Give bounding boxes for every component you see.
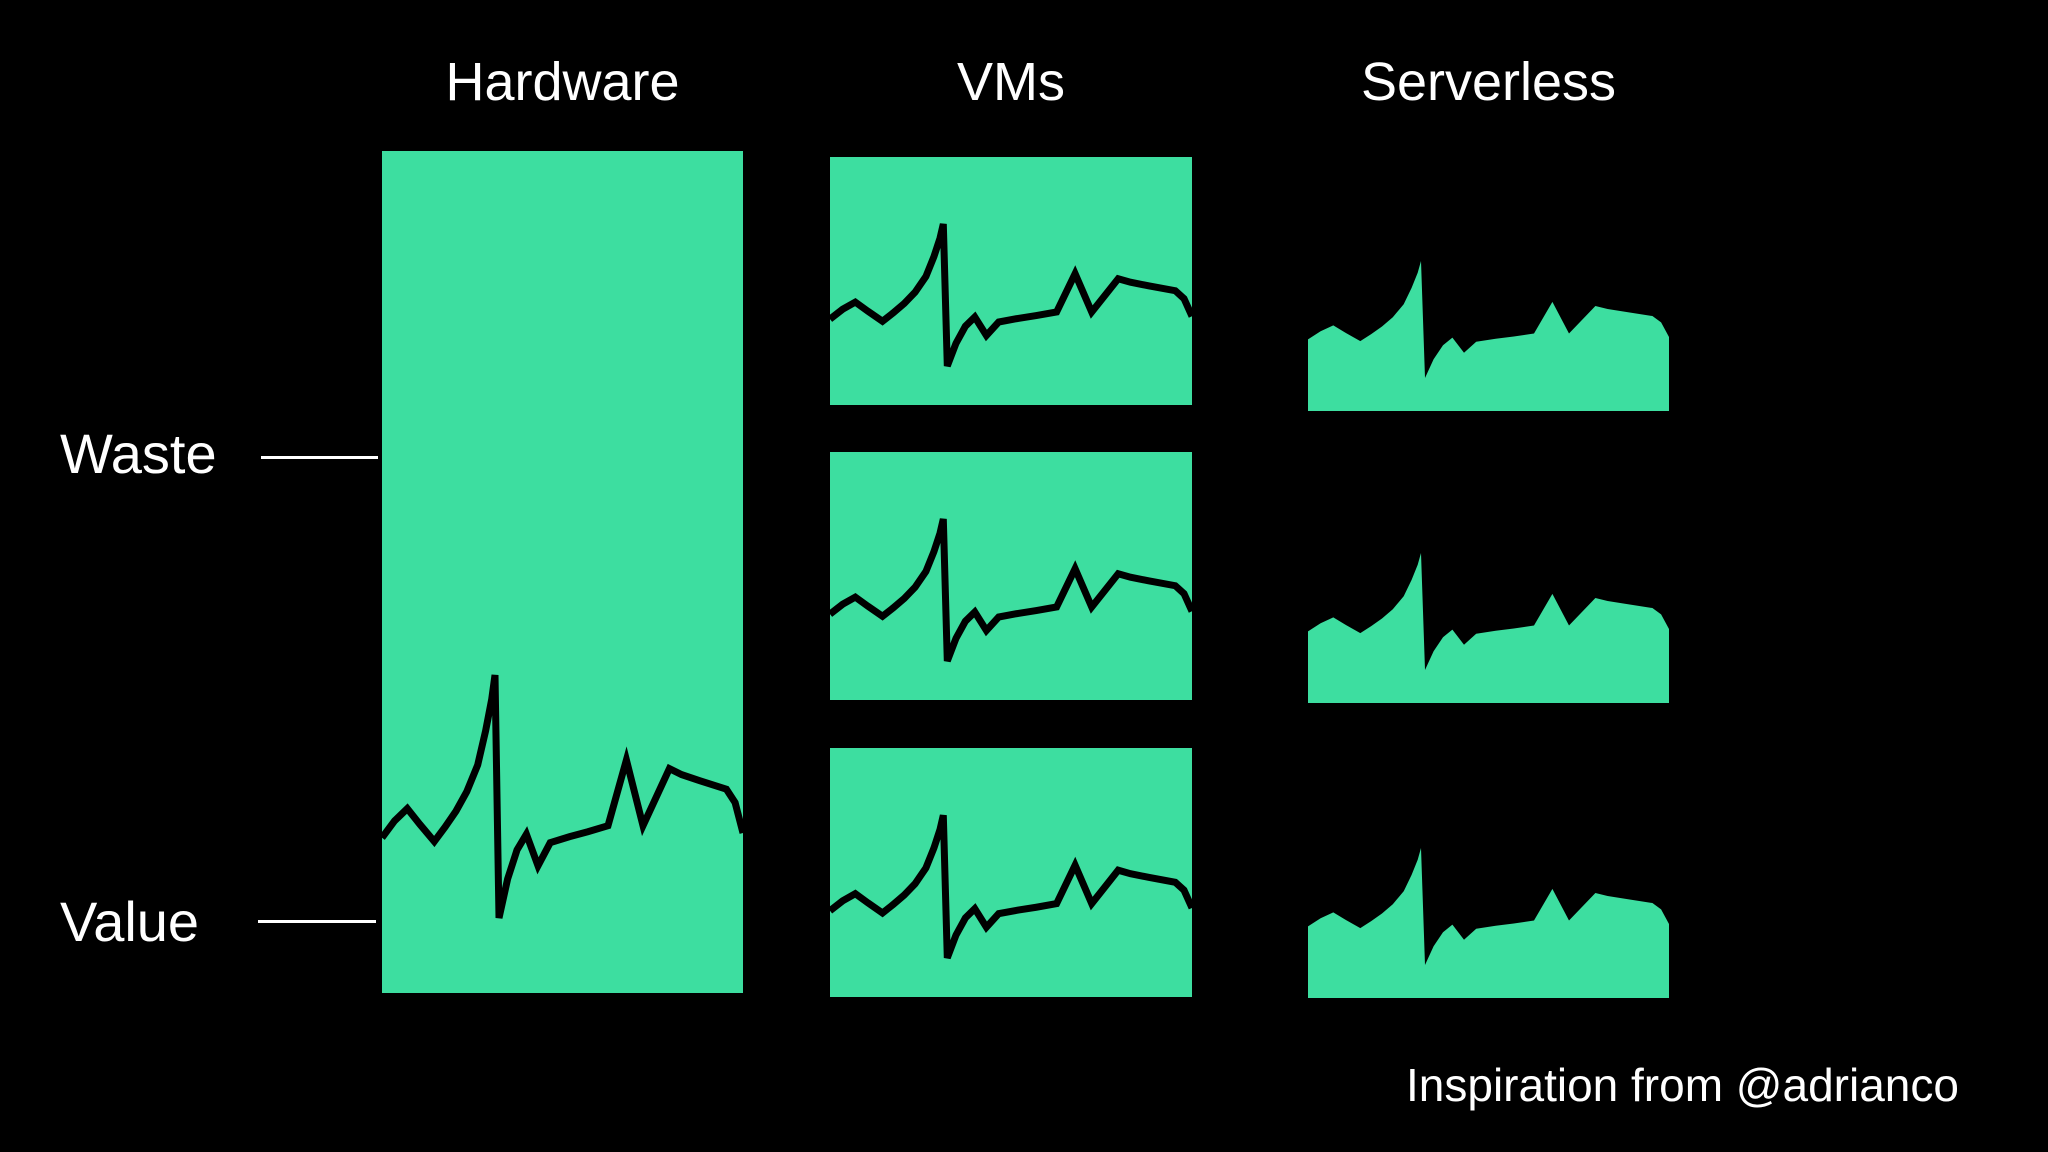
hardware-capacity-chart [382, 151, 743, 993]
column-title-hardware: Hardware [445, 52, 680, 112]
vm-capacity-chart-2 [830, 452, 1192, 700]
serverless-usage-chart-3 [1308, 848, 1669, 998]
column-title-vms: VMs [957, 52, 1065, 112]
vm-capacity-chart-3 [830, 748, 1192, 997]
waste-pointer-line [261, 456, 378, 459]
value-label: Value [60, 890, 200, 953]
serverless-usage-chart-1 [1308, 261, 1669, 411]
serverless-usage-chart-2 [1308, 553, 1669, 703]
column-title-serverless: Serverless [1360, 52, 1617, 112]
credit-text: Inspiration from @adrianco [1406, 1059, 1959, 1111]
value-pointer-line [258, 920, 376, 923]
waste-label: Waste [60, 422, 217, 485]
vm-capacity-chart-1 [830, 157, 1192, 405]
